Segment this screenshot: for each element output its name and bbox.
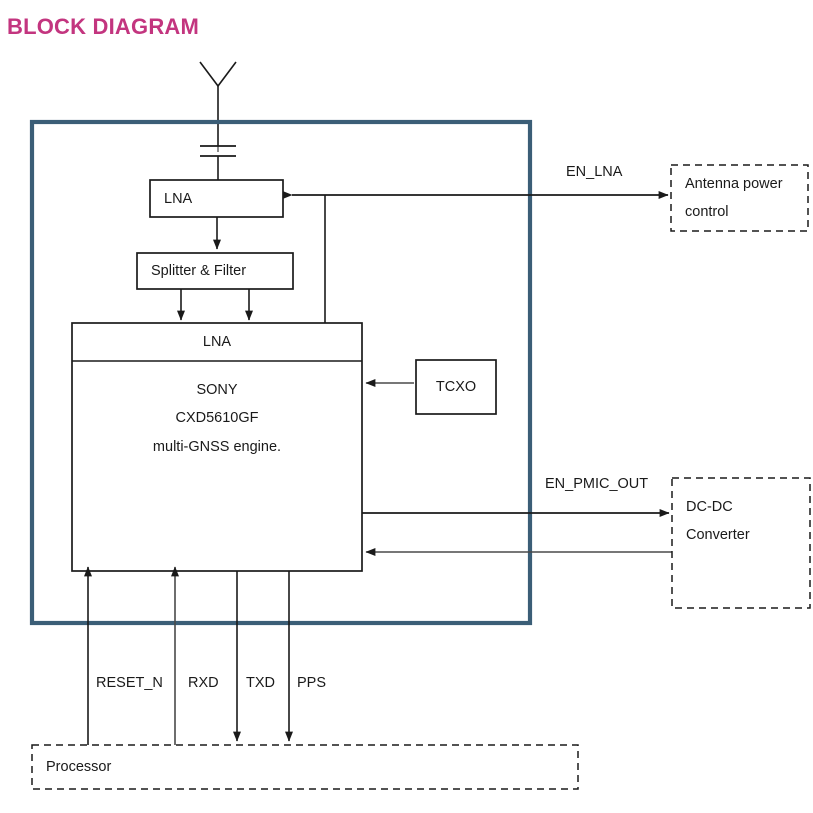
antenna[interactable] xyxy=(196,58,240,150)
dcdc-converter-box xyxy=(671,477,811,609)
antenna-power-control-box xyxy=(670,164,809,232)
lna-box-label: LNA xyxy=(164,190,193,207)
gnss-chip-box xyxy=(71,322,363,572)
page-title: BLOCK DIAGRAM xyxy=(7,14,200,39)
gnss-chip-description: multi-GNSS engine. xyxy=(152,438,282,455)
antenna-power-control-label: Antenna power control xyxy=(671,165,813,231)
dcdc-converter-block[interactable] xyxy=(672,478,810,608)
tcxo-box xyxy=(415,359,497,415)
dcdc-converter-line-1: DC-DC xyxy=(686,498,733,515)
dcdc-converter-label: DC-DC Converter xyxy=(672,478,813,564)
signal-label-pps: PPS xyxy=(297,675,327,691)
signal-label-rxd: RXD xyxy=(188,675,219,691)
gnss-chip-vendor: SONY xyxy=(196,382,238,399)
antenna-power-control-line-2: control xyxy=(685,204,729,220)
antenna-power-control-line-1: Antenna power xyxy=(685,175,783,192)
signal-label-en-pmic-out: EN_PMIC_OUT xyxy=(545,476,649,492)
gnss-chip-header-label: LNA xyxy=(202,334,232,350)
signal-label-txd: TXD xyxy=(246,675,275,691)
lna-block[interactable] xyxy=(150,180,283,217)
tcxo-block[interactable] xyxy=(416,360,496,414)
splitter-filter-block[interactable] xyxy=(137,253,293,289)
capacitor-icon xyxy=(200,145,236,180)
antenna-icon xyxy=(199,61,237,146)
processor-box-label: Processor xyxy=(46,759,112,775)
dcdc-converter-line-2: Converter xyxy=(686,527,750,543)
splitter-filter-box-label: Splitter & Filter xyxy=(151,263,247,279)
dc-block-capacitor[interactable] xyxy=(198,142,238,162)
gnss-chip-part-number: CXD5610GF xyxy=(175,410,259,427)
gnss-chip-body: SONY CXD5610GF multi-GNSS engine. xyxy=(72,366,362,471)
processor-box xyxy=(31,744,579,790)
splitter-filter-box xyxy=(136,252,294,290)
module-boundary xyxy=(29,119,533,626)
signal-label-reset-n: RESET_N xyxy=(96,675,163,691)
antenna-power-control-block[interactable] xyxy=(671,165,808,231)
tcxo-box-label: TCXO xyxy=(435,379,477,395)
gnss-chip-block[interactable] xyxy=(72,323,362,571)
processor-block[interactable] xyxy=(32,745,578,789)
signal-label-en-lna: EN_LNA xyxy=(566,164,623,180)
